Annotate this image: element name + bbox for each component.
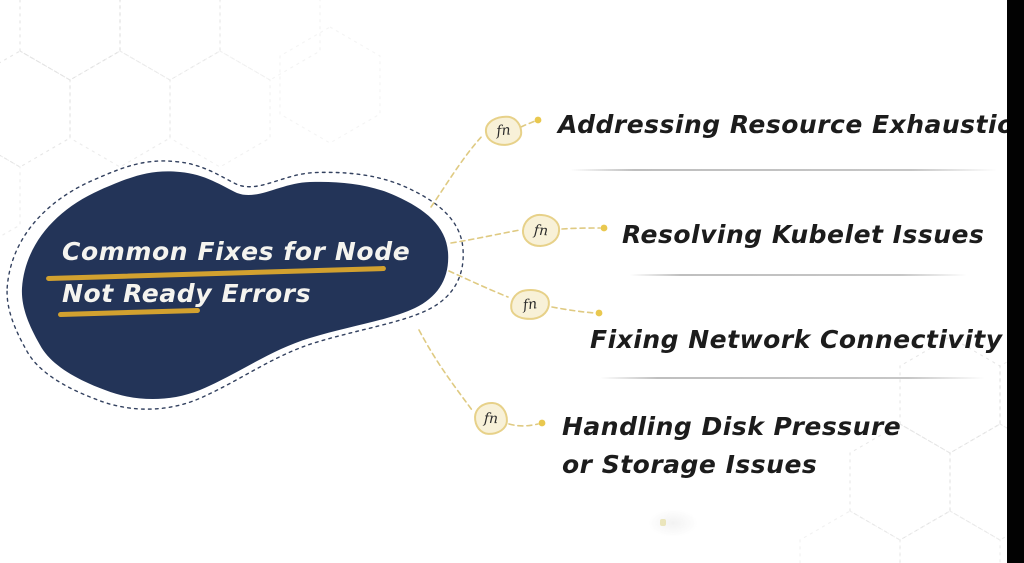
fn-icon-label: fn <box>522 295 538 314</box>
connector-branch-3 <box>448 270 509 298</box>
fn-icon-label: fn <box>483 410 499 427</box>
branch-underline-1 <box>570 169 997 171</box>
branch-label-network-connectivity: Fixing Network Connectivity <box>590 325 1003 354</box>
fn-icon-label: fn <box>533 222 549 239</box>
watermark-dot <box>660 519 666 526</box>
connector-branch-4 <box>418 329 473 411</box>
fn-icon-label: fn <box>495 122 512 140</box>
branch-label-kubelet-issues: Resolving Kubelet Issues <box>622 220 985 249</box>
center-blob <box>21 171 449 400</box>
central-topic-line1: Common Fixes for Node <box>62 237 411 266</box>
right-edge-bar <box>1007 0 1024 563</box>
connector-branch-1 <box>430 134 484 208</box>
watermark-logo <box>648 509 698 537</box>
connector-branch-2 <box>450 229 521 244</box>
connector-dot-3 <box>595 309 603 317</box>
connector-dot-2 <box>600 224 608 232</box>
connector-branch-2-tail <box>561 227 601 230</box>
connector-branch-3-tail <box>551 306 596 314</box>
branch-label-disk-pressure: Handling Disk Pressure or Storage Issues <box>562 412 902 479</box>
center-blob-outline <box>6 160 464 410</box>
branch-connectors <box>418 120 601 427</box>
branch-underline-3 <box>600 377 985 379</box>
connector-dot-1 <box>534 116 542 124</box>
central-topic-line2: Not Ready Errors <box>62 279 312 308</box>
connector-branch-4-tail <box>508 423 539 427</box>
branch-label-resource-exhaustion: Addressing Resource Exhaustion <box>558 110 1024 139</box>
connector-branch-1-tail <box>520 120 536 128</box>
connector-dot-4 <box>538 419 546 427</box>
connector-dots <box>534 116 608 427</box>
branch-underline-2 <box>630 274 967 276</box>
